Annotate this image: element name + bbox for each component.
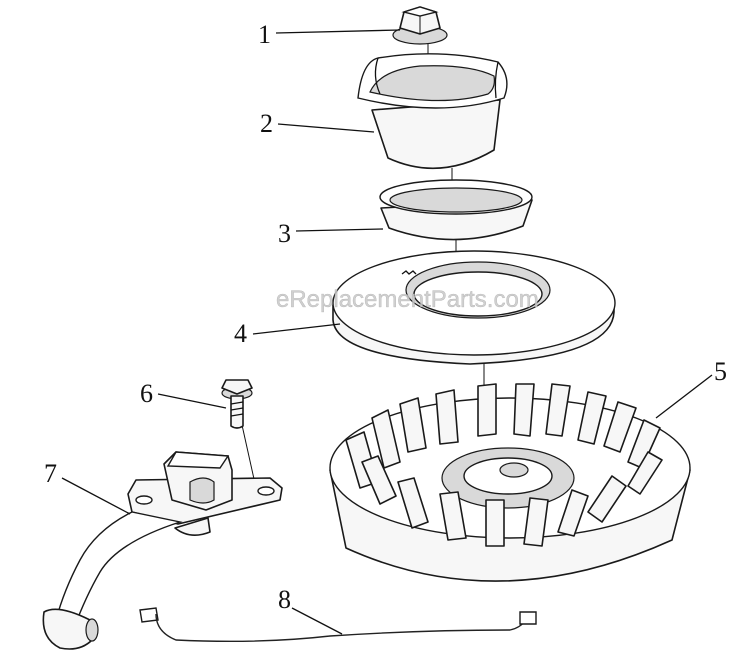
leader-1: [275, 29, 401, 34]
part-8-ground-wire[interactable]: [139, 607, 537, 643]
part-1-flange-nut[interactable]: [392, 6, 448, 45]
leader-6: [157, 393, 227, 409]
leader-5: [655, 374, 713, 419]
watermark: eReplacementParts.com: [276, 286, 539, 313]
callout-7: 7: [44, 459, 57, 488]
part-7-ignition-coil[interactable]: [42, 451, 283, 650]
part-4-shroud-ring[interactable]: [332, 250, 616, 365]
part-2-flywheel-cup[interactable]: [357, 53, 508, 170]
callout-1: 1: [258, 20, 271, 49]
leader-4: [252, 323, 341, 335]
callout-6: 6: [140, 379, 153, 408]
callout-3: 3: [278, 219, 291, 248]
part-3-ring[interactable]: [379, 179, 533, 241]
part-6-bolt[interactable]: [221, 379, 253, 429]
leader-7: [61, 477, 131, 515]
callout-4: 4: [234, 319, 247, 348]
callout-2: 2: [260, 109, 273, 138]
callout-8: 8: [278, 585, 291, 614]
part-5-flywheel[interactable]: [329, 383, 691, 582]
flywheel-fins: [345, 383, 663, 547]
leader-3: [295, 228, 384, 232]
leader-8: [291, 607, 343, 635]
leader-2: [277, 123, 375, 133]
callout-5: 5: [714, 357, 727, 386]
